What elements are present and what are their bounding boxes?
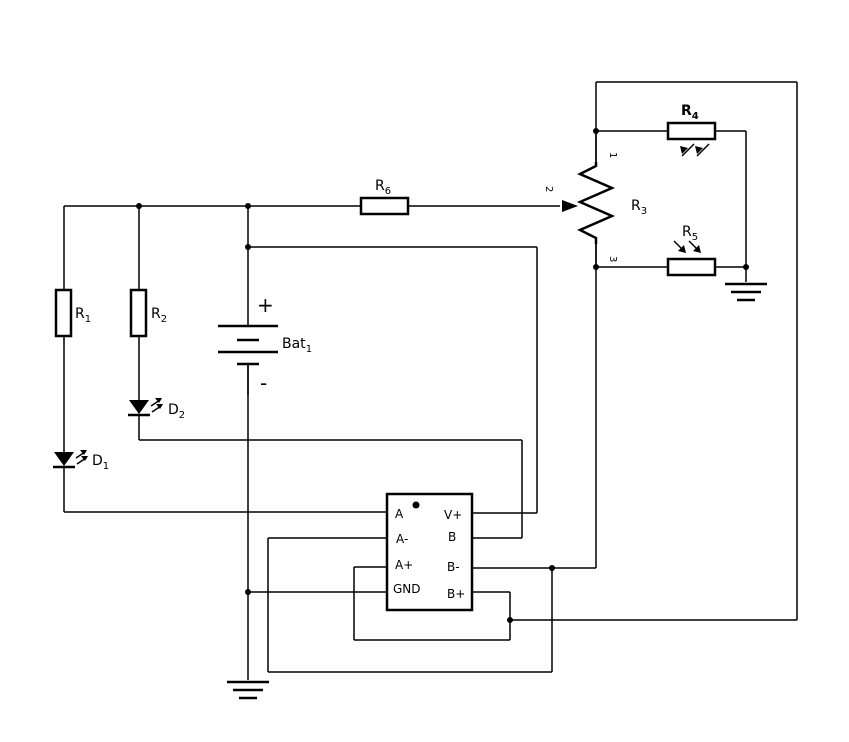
resistor-r1: R1 — [54, 288, 91, 338]
emission-arrows-icon — [75, 450, 88, 465]
ic-pin-b-minus: B- — [447, 560, 460, 574]
ic-pin-b-plus: B+ — [447, 587, 465, 601]
ground-symbol-left — [227, 680, 269, 700]
svg-text:+: + — [257, 293, 274, 317]
svg-text:R2: R2 — [151, 306, 167, 325]
svg-text:R6: R6 — [375, 178, 391, 197]
light-arrows-icon — [673, 240, 701, 253]
resistor-r2: R2 — [129, 288, 167, 338]
ground-symbol-right — [725, 282, 767, 302]
svg-text:R1: R1 — [75, 306, 91, 325]
battery-bat1: + - Bat1 — [218, 293, 312, 395]
ic-chip: A A- A+ GND V+ B B- B+ — [385, 492, 474, 612]
resistor-r6: R6 — [359, 178, 410, 216]
svg-text:-: - — [260, 371, 267, 395]
ic-pin-a-minus: A- — [396, 532, 408, 546]
wiper-arrow-icon — [562, 200, 578, 212]
ic-pin-a: A — [395, 507, 404, 521]
emission-arrows-icon — [150, 398, 163, 413]
pin1-marker-icon — [412, 501, 420, 509]
svg-text:R4: R4 — [681, 103, 699, 122]
resistor-r4-ldr: R4 — [666, 103, 717, 157]
ic-pin-a-plus: A+ — [395, 558, 413, 572]
potentiometer-r3: R3 1 2 3 — [543, 131, 647, 267]
ic-pin-gnd: GND — [393, 582, 421, 596]
svg-text:R5: R5 — [682, 224, 698, 243]
svg-text:1: 1 — [607, 152, 618, 158]
ic-pin-vplus: V+ — [444, 508, 462, 522]
ic-pin-b: B — [448, 530, 456, 544]
led-d1: D1 — [53, 450, 109, 472]
resistor-r5-ldr: R5 — [666, 224, 717, 277]
led-d2: D2 — [128, 398, 185, 421]
svg-text:D1: D1 — [92, 453, 109, 472]
svg-text:Bat1: Bat1 — [282, 336, 312, 355]
svg-text:D2: D2 — [168, 402, 185, 421]
svg-text:2: 2 — [543, 186, 554, 192]
light-arrows-icon — [680, 143, 710, 157]
svg-text:3: 3 — [607, 256, 618, 262]
svg-text:R3: R3 — [631, 198, 647, 217]
